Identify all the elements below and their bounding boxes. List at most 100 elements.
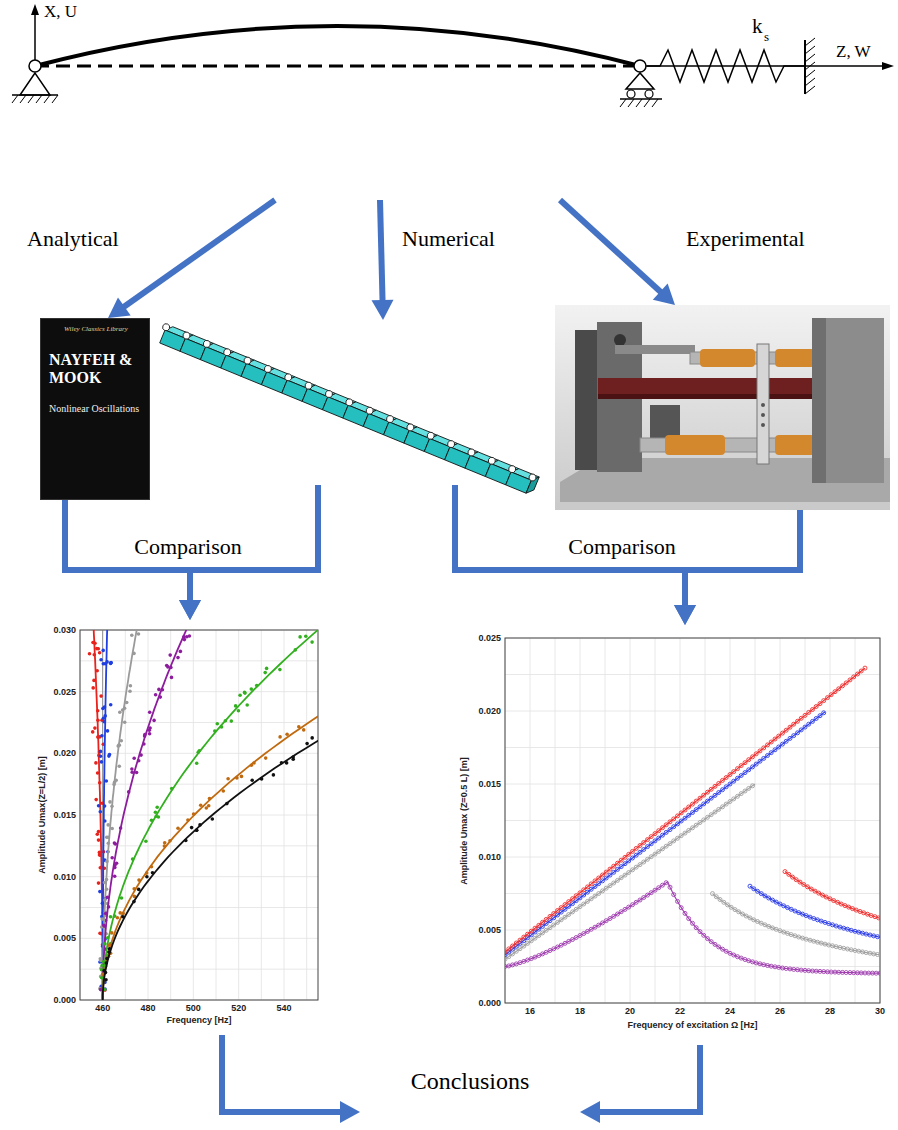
plot-drawing-part-part	[864, 932, 868, 936]
plot-drawing-part-part	[137, 888, 141, 892]
test-rig-drawing-part	[700, 349, 755, 367]
plot-drawing-part-part	[646, 838, 650, 842]
plot-drawing-part-part	[544, 917, 548, 921]
plot-drawing-part-part	[526, 932, 530, 936]
arrow-head	[372, 300, 394, 320]
plot-drawing-part-part	[691, 811, 695, 815]
tick-label: 30	[875, 1006, 885, 1016]
plot-drawing-part-part	[159, 695, 163, 699]
plot-drawing-part-part	[623, 855, 627, 859]
plot-drawing-part-part	[721, 788, 725, 792]
plot-drawing-part-part	[713, 793, 717, 797]
plot-drawing-part-part	[186, 818, 190, 822]
plot-drawing-part	[284, 630, 285, 1000]
plot-drawing-part-part	[612, 864, 616, 868]
plot-drawing-part-part	[143, 733, 147, 737]
plot-drawing-part-part	[718, 898, 722, 902]
plot-drawing-part-part	[827, 943, 831, 947]
plot-drawing-part	[805, 638, 806, 1003]
flow-arrow	[580, 1045, 700, 1123]
plot-drawing-part-part	[157, 688, 161, 692]
plot-drawing-part-part	[709, 813, 713, 817]
test-rig-drawing-part	[812, 318, 884, 483]
plot-drawing-part-part	[796, 731, 800, 735]
plot-drawing-part-part	[107, 943, 111, 947]
plot-drawing-part-part	[145, 875, 149, 879]
plot-drawing-part-part	[272, 773, 276, 777]
plot-drawing-part-part	[811, 708, 815, 712]
plot-drawing-part-part	[98, 651, 102, 655]
plot-drawing-part-part	[627, 905, 631, 909]
plot-drawing-part-part	[161, 688, 165, 692]
plot-drawing-part-part	[737, 910, 741, 914]
plot-drawing-part-part	[118, 765, 122, 769]
plot-drawing-part-part	[571, 910, 575, 914]
plot-drawing-part-part	[694, 799, 698, 803]
plot-drawing-part-part	[170, 787, 174, 791]
plot-drawing-part-part	[619, 876, 623, 880]
plot-drawing-part-part	[541, 920, 545, 924]
connector-line	[222, 1035, 343, 1112]
plot-drawing-part-part	[739, 774, 743, 778]
plot-drawing-part-part	[646, 893, 650, 897]
plot-drawing-part-part	[756, 889, 760, 893]
plot-drawing-part-part	[574, 936, 578, 940]
axis-title: Frequency of excitation Ω [Hz]	[627, 1020, 757, 1030]
plot-drawing-part-part	[788, 725, 792, 729]
plot-drawing-part-part	[196, 751, 200, 755]
plot-drawing-part-part	[623, 862, 627, 866]
arrow-head	[179, 600, 201, 620]
plot-drawing-part-part	[876, 953, 880, 957]
beam-schematic-drawing	[12, 4, 894, 107]
fe-beam-drawing-part-part	[406, 423, 415, 432]
plot-drawing-part-part	[559, 906, 563, 910]
tick-label: 500	[186, 1003, 201, 1013]
plot-drawing-part-part	[691, 921, 695, 925]
plot-drawing-part-part	[726, 903, 730, 907]
stage-label: Comparison	[132, 534, 244, 560]
plot-drawing-part-part	[110, 805, 114, 809]
plot-drawing-part-part	[799, 716, 803, 720]
plot-drawing-part-part	[123, 706, 127, 710]
plot-drawing-part-part	[661, 826, 665, 830]
plot-drawing-part-part	[829, 693, 833, 697]
plot-drawing-part-part	[683, 808, 687, 812]
plot-drawing-part-part	[98, 890, 102, 894]
plot-drawing-part-part	[176, 827, 180, 831]
plot-drawing-part-part	[747, 758, 751, 762]
plot-drawing-part-part	[190, 826, 194, 830]
plot-drawing-part-part	[694, 823, 698, 827]
flow-arrow	[65, 500, 201, 620]
plot-drawing-part-part	[291, 755, 295, 759]
plot-drawing-part-part	[184, 839, 188, 843]
plot-drawing-part-part	[612, 881, 616, 885]
plot-drawing-part-part	[798, 880, 802, 884]
plot-drawing-part-part	[627, 852, 631, 856]
tick-label: 20	[625, 1006, 635, 1016]
plot-drawing-part-part	[743, 771, 747, 775]
plot-drawing-part-part	[711, 892, 715, 896]
arrow-head	[674, 605, 696, 625]
plot-drawing-part-part	[552, 923, 556, 927]
flow-arrow	[560, 200, 675, 305]
plot-drawing-part-part	[95, 647, 99, 651]
plot-drawing-part-part	[623, 873, 627, 877]
plot-drawing-part	[80, 969, 318, 970]
plot-drawing-part-part	[649, 855, 653, 859]
plot-drawing-part-part	[759, 892, 763, 896]
plot-drawing-part-part	[822, 711, 826, 715]
fe-beam-drawing-part-part	[182, 331, 191, 340]
plot-drawing-part-part	[537, 934, 541, 938]
plot-drawing-part-part	[98, 987, 102, 991]
plot-drawing-part-part	[619, 865, 623, 869]
plot-drawing-part	[630, 638, 631, 1003]
plot-drawing-part	[170, 630, 171, 1000]
tick-label: 0.005	[478, 925, 501, 935]
plot-drawing-part-part	[103, 804, 107, 808]
plot-drawing-part-part	[826, 696, 830, 700]
plot-drawing-part-part	[842, 946, 846, 950]
plot-drawing-part-part	[698, 821, 702, 825]
plot-drawing-part-part	[567, 913, 571, 917]
plot-drawing-part-part	[104, 912, 108, 916]
plot-drawing-part-part	[285, 733, 289, 737]
